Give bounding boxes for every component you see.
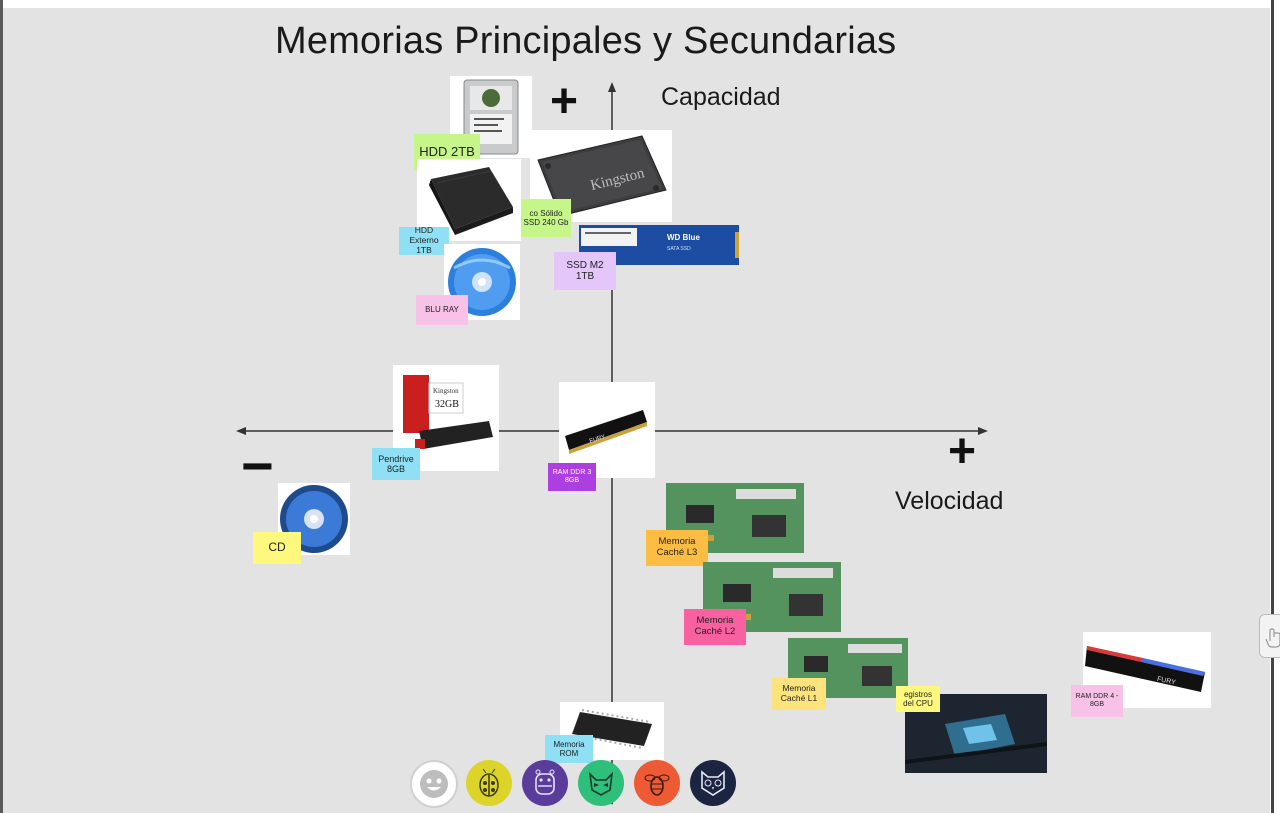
side-panel-handle[interactable] — [1259, 614, 1280, 658]
board-title: Memorias Principales y Secundarias — [275, 20, 897, 62]
cache-l1-image[interactable] — [788, 638, 908, 698]
note-ssd-240[interactable]: co Sólido SSD 240 Gb — [521, 199, 571, 237]
collaborator-avatar-3[interactable] — [522, 760, 568, 806]
right-window-border — [1271, 0, 1274, 813]
left-window-border — [0, 0, 3, 813]
horizontal-axis-arrow-right — [978, 427, 988, 435]
ram-ddr3-image[interactable]: FURY — [559, 382, 655, 478]
ssd-m2-drawing: WD Blue SATA SSD — [579, 225, 739, 265]
cd-disc-image[interactable] — [278, 483, 350, 555]
vertical-axis-arrow-top — [608, 82, 616, 92]
pendrive-brand: Kingston — [433, 387, 459, 395]
wd-blue-label: WD Blue — [667, 233, 700, 242]
wd-blue-sub-label: SATA SSD — [667, 246, 691, 252]
hippo-icon — [535, 769, 555, 795]
ram-ddr4-drawing: FURY — [1085, 646, 1205, 692]
fury-ddr3-label: FURY — [589, 434, 606, 445]
pendrive-image[interactable]: Kingston 32GB — [393, 365, 499, 471]
whiteboard-canvas[interactable]: Memorias Principales y Secundarias Capac… — [3, 8, 1270, 813]
note-bluray[interactable]: BLU RAY — [416, 295, 468, 325]
axis-label-speed: Velocidad — [895, 487, 1004, 515]
plus-sign-speed: + — [948, 425, 977, 478]
note-cache-l2[interactable]: Memoria Caché L2 — [684, 609, 746, 645]
horizontal-axis-arrow-left — [236, 427, 246, 435]
axis-label-capacity: Capacidad — [661, 83, 781, 111]
note-cpu-registers[interactable]: egistros del CPU — [896, 686, 940, 712]
note-ssd-m2[interactable]: SSD M2 1TB — [554, 252, 616, 290]
note-cd[interactable]: CD — [253, 532, 301, 564]
bee-icon — [644, 774, 670, 796]
collaborator-avatar-4[interactable] — [578, 760, 624, 806]
hdd-drawing — [463, 79, 519, 155]
owl-icon — [701, 770, 725, 796]
hdd-internal-image[interactable] — [450, 76, 532, 158]
note-cache-l3[interactable]: Memoria Caché L3 — [646, 530, 708, 566]
minus-sign: − — [241, 434, 274, 497]
note-cache-l1[interactable]: Memoria Caché L1 — [772, 678, 826, 710]
cache-l1-drawing — [788, 638, 908, 698]
note-ram-ddr3[interactable]: RAM DDR 3 8GB — [548, 463, 596, 491]
ssd-kingston-drawing: Kingston — [537, 135, 667, 217]
raccoon-icon — [588, 771, 614, 796]
collaborator-avatar-6[interactable] — [690, 760, 736, 806]
note-hdd-external[interactable]: HDD Externo 1TB — [399, 227, 449, 255]
ladybug-icon — [479, 768, 499, 797]
cache-l2-image[interactable] — [703, 562, 841, 632]
plus-sign-capacity: + — [550, 75, 579, 128]
right-window-margin — [1270, 0, 1280, 813]
pendrive-drawing: Kingston 32GB — [403, 375, 493, 449]
note-pendrive[interactable]: Pendrive 8GB — [372, 448, 420, 480]
ram-ddr3-drawing: FURY — [565, 410, 647, 454]
collaborator-avatar-1[interactable] — [410, 760, 458, 808]
collaborator-avatar-2[interactable] — [466, 760, 512, 806]
fury-ddr4-label: FURY — [1156, 676, 1176, 687]
pendrive-capacity: 32GB — [435, 399, 459, 410]
note-rom[interactable]: Memoria ROM — [545, 735, 593, 763]
hdd-external-drawing — [429, 167, 513, 235]
cache-l2-drawing — [703, 562, 841, 632]
smiley-face-icon — [420, 770, 448, 798]
hand-cursor-icon — [1265, 628, 1280, 648]
collaborator-avatar-5[interactable] — [634, 760, 680, 806]
note-ram-ddr4[interactable]: RAM DDR 4 - 8GB — [1071, 685, 1123, 717]
